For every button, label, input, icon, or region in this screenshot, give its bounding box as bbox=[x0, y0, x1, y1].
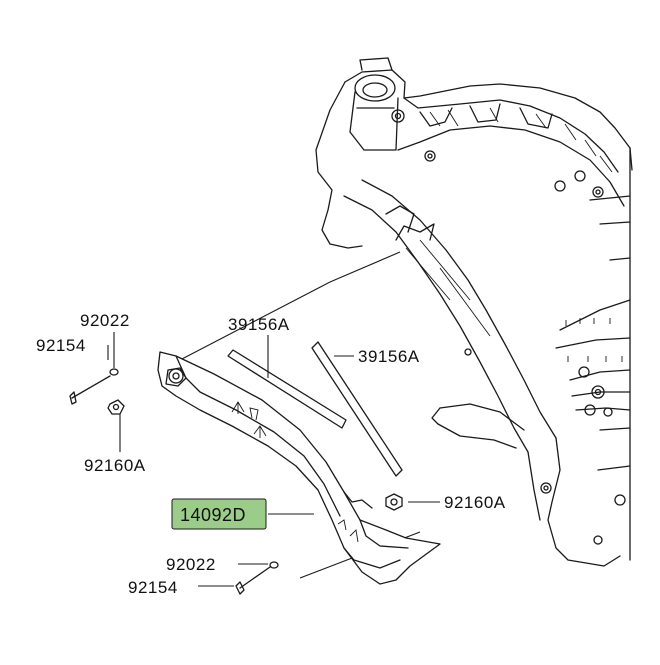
callout-92154-bottom[interactable]: 92154 bbox=[128, 578, 178, 597]
callout-92160a-right[interactable]: 92160A bbox=[444, 493, 506, 512]
callout-92022-top[interactable]: 92022 bbox=[80, 311, 130, 330]
callout-39156a-right[interactable]: 39156A bbox=[358, 347, 420, 366]
leader-lines bbox=[107, 332, 440, 587]
highlight-box bbox=[171, 498, 267, 530]
callout-14092d[interactable]: 14092D bbox=[180, 505, 246, 525]
callout-92154-top[interactable]: 92154 bbox=[36, 336, 86, 355]
frame-guard-part bbox=[157, 351, 441, 585]
callouts: 92022 92154 92160A 39156A 39156A 14092D … bbox=[36, 311, 506, 597]
hardware bbox=[69, 368, 403, 595]
callout-92022-bottom[interactable]: 92022 bbox=[166, 555, 216, 574]
callout-92160a-left[interactable]: 92160A bbox=[84, 456, 146, 475]
callout-39156a-upper[interactable]: 39156A bbox=[228, 315, 290, 334]
motorcycle-frame bbox=[315, 57, 633, 567]
seal-strips bbox=[227, 341, 403, 477]
